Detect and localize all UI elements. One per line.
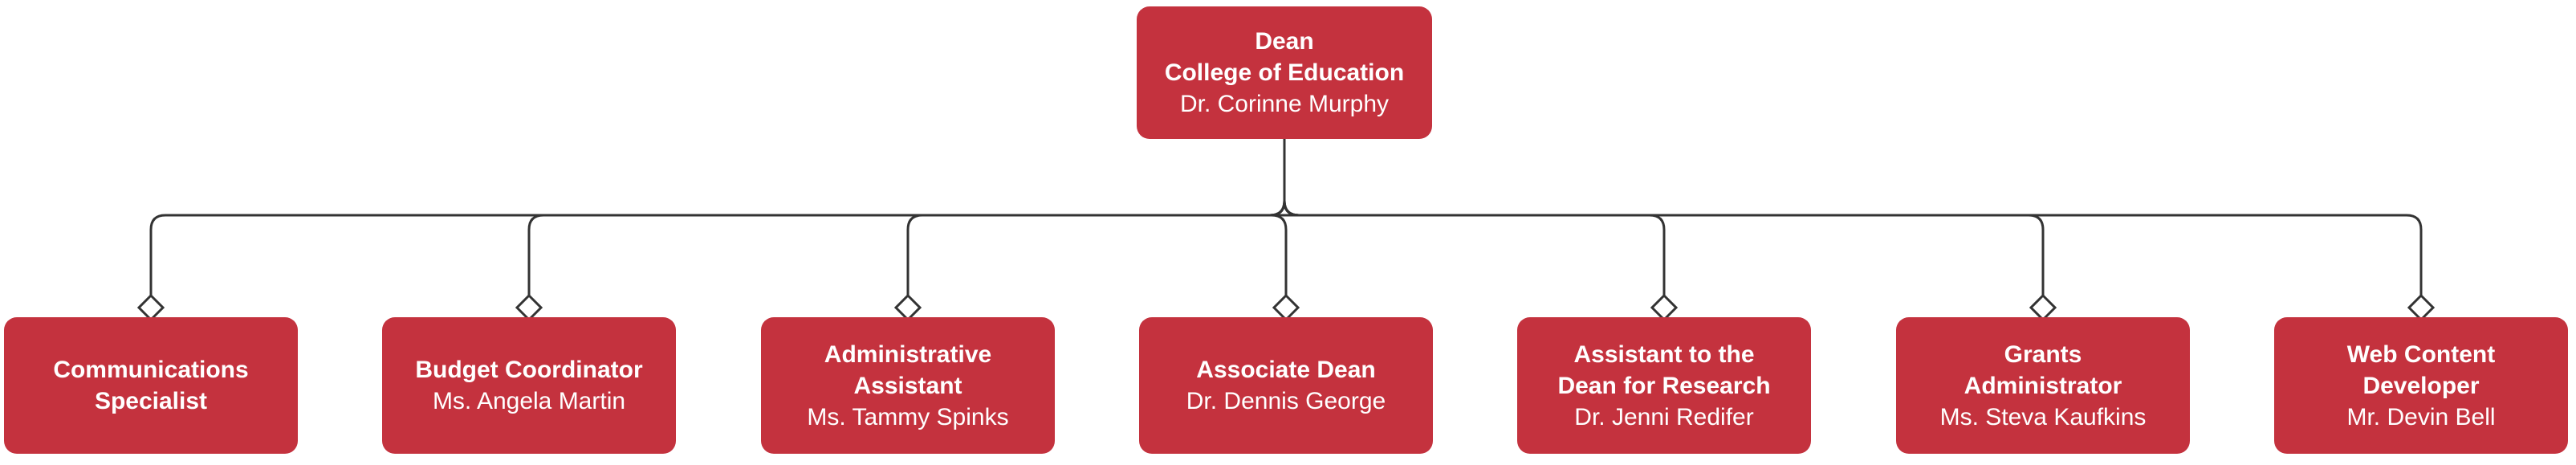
connector-line — [1283, 139, 1666, 296]
node-person-name: Ms. Tammy Spinks — [807, 403, 1009, 430]
node-title-line: Assistant — [853, 372, 962, 399]
connector-line — [906, 139, 1286, 296]
connector-line — [149, 139, 1286, 296]
node-title-line: Administrative — [824, 341, 992, 368]
diamond-endpoint-marker — [1272, 293, 1300, 322]
diamond-endpoint-marker — [2029, 293, 2057, 322]
diamond-endpoint-marker — [1650, 293, 1679, 322]
node-title-line: Associate Dean — [1196, 357, 1376, 383]
node-person-name: Dr. Dennis George — [1186, 388, 1386, 414]
node-title-line: College of Education — [1164, 59, 1405, 86]
diamond-endpoint-marker — [2407, 293, 2436, 322]
node-person-name: Ms. Angela Martin — [432, 388, 626, 414]
node-title-line: Specialist — [94, 388, 208, 414]
node-title-line: Developer — [2362, 372, 2480, 399]
node-title-line: Administrator — [1964, 372, 2122, 399]
node-person-name: Dr. Jenni Redifer — [1574, 403, 1754, 430]
node-title-line: Dean — [1255, 28, 1314, 55]
node-person-name: Ms. Steva Kaufkins — [1939, 403, 2147, 430]
node-title-line: Communications — [53, 357, 249, 383]
connector-line — [1283, 139, 2423, 296]
node-person-name: Mr. Devin Bell — [2346, 403, 2496, 430]
node-title-line: Dean for Research — [1557, 372, 1771, 399]
diamond-endpoint-marker — [893, 293, 922, 322]
diamond-endpoint-marker — [515, 293, 543, 322]
node-title-line: Web Content — [2346, 341, 2496, 368]
node-title-line: Budget Coordinator — [415, 357, 643, 383]
diamond-endpoint-marker — [136, 293, 165, 322]
node-title-line: Grants — [2004, 341, 2082, 368]
node-title-line: Assistant to the — [1573, 341, 1755, 368]
node-person-name: Dr. Corinne Murphy — [1179, 91, 1390, 117]
